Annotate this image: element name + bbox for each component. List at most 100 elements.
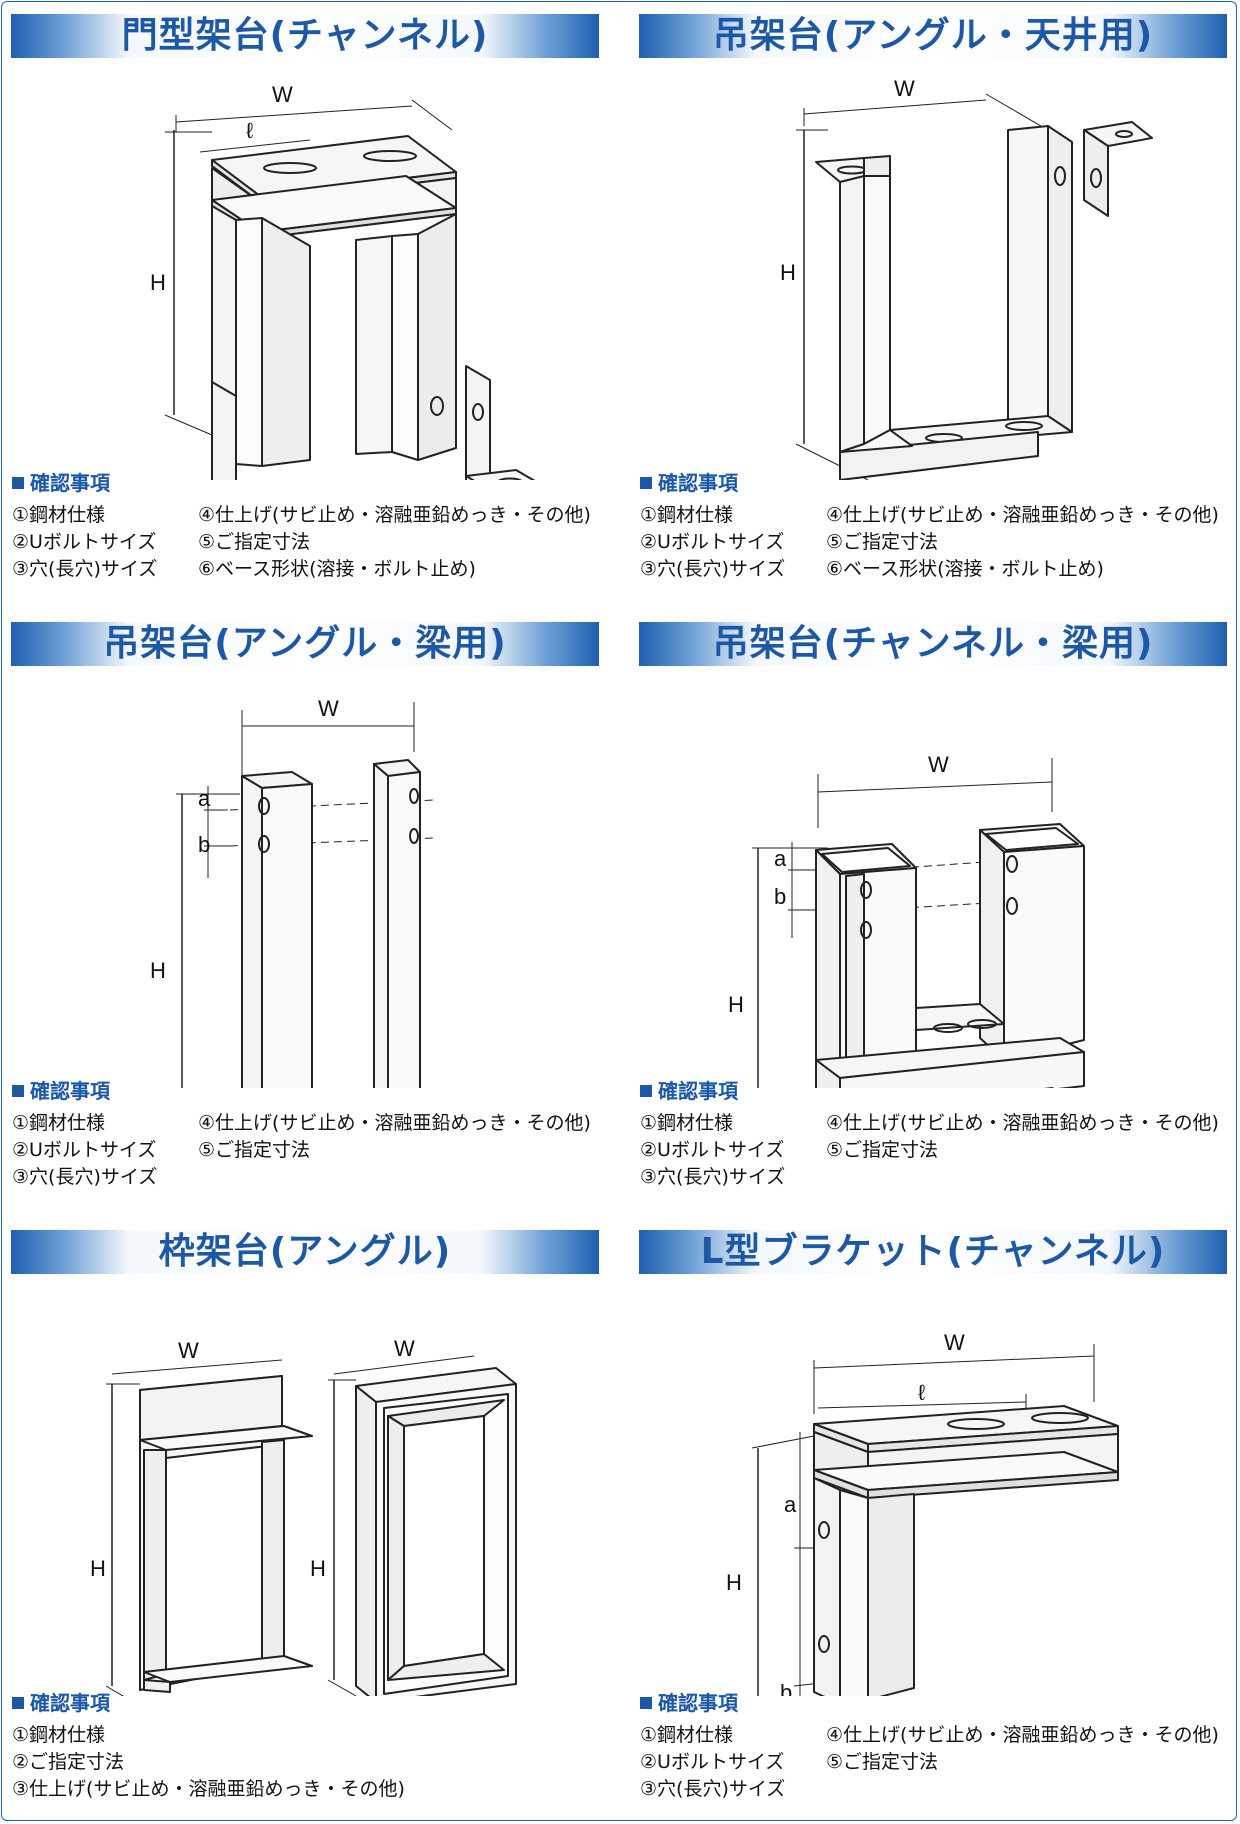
dim-w-inner-label: W (178, 1338, 199, 1363)
dim-h-label: H (728, 992, 744, 1017)
panel-title: 吊架台(アングル・天井用) (712, 15, 1154, 56)
panel-title-banner: 枠架台(アングル) (11, 1230, 599, 1274)
dim-w-label: W (928, 752, 949, 777)
check-item: ⑤ご指定寸法 (826, 531, 939, 553)
dim-w-label: W (894, 76, 915, 101)
dim-h-label: H (780, 260, 796, 285)
check-item: ④仕上げ(サビ止め・溶融亜鉛めっき・その他) (198, 504, 591, 526)
check-item: ④仕上げ(サビ止め・溶融亜鉛めっき・その他) (826, 504, 1219, 526)
panel-title-banner: L型ブラケット(チャンネル) (639, 1230, 1227, 1274)
dim-b-label: b (774, 884, 786, 909)
check-item: ⑥ベース形状(溶接・ボルト止め) (198, 558, 476, 580)
panel-title: 門型架台(チャンネル) (121, 15, 489, 56)
check-item: ③穴(長穴)サイズ (12, 1166, 158, 1188)
frame-angle-diagram: W H 内枠 W H (0, 1276, 600, 1696)
checks-heading: 確認事項 (12, 470, 110, 496)
dim-w-label: W (272, 82, 293, 107)
panel-title-banner: 吊架台(アングル・天井用) (639, 14, 1227, 58)
square-bullet-icon (12, 1085, 24, 1097)
checks-heading-label: 確認事項 (658, 471, 738, 495)
check-item: ⑤ご指定寸法 (826, 1751, 939, 1773)
check-section: 確認事項 ①鋼材仕様 ②Uボルトサイズ ③穴(長穴)サイズ ④仕上げ(サビ止め・… (12, 1078, 591, 1188)
dim-b-label: b (198, 832, 210, 857)
dim-w-label: W (318, 696, 339, 721)
panel-title-banner: 門型架台(チャンネル) (11, 14, 599, 58)
checks-heading: 確認事項 (12, 1690, 110, 1716)
dim-a-label: a (774, 846, 787, 871)
check-item: ①鋼材仕様 (640, 504, 734, 526)
dim-h-label: H (726, 1570, 742, 1595)
check-item: ①鋼材仕様 (12, 504, 106, 526)
panel-title: 吊架台(アングル・梁用) (103, 623, 507, 664)
check-section: 確認事項 ①鋼材仕様 ②Uボルトサイズ ③穴(長穴)サイズ ④仕上げ(サビ止め・… (12, 470, 591, 580)
check-section: 確認事項 ①鋼材仕様 ②Uボルトサイズ ③穴(長穴)サイズ ④仕上げ(サビ止め・… (640, 1690, 1219, 1800)
dim-a-label: a (784, 1492, 797, 1517)
check-item: ①鋼材仕様 (640, 1724, 734, 1746)
dim-h-outer-label: H (310, 1556, 326, 1581)
check-item: ⑤ご指定寸法 (826, 1139, 939, 1161)
panel-l-bracket-channel: L型ブラケット(チャンネル) W ℓ H a b (628, 1216, 1228, 1816)
l-bracket-channel-diagram: W ℓ H a b (628, 1276, 1228, 1696)
checks-heading: 確認事項 (12, 1078, 110, 1104)
check-item: ④仕上げ(サビ止め・溶融亜鉛めっき・その他) (198, 1112, 591, 1134)
square-bullet-icon (640, 1085, 652, 1097)
check-item: ②Uボルトサイズ (12, 1139, 157, 1161)
check-item: ②Uボルトサイズ (12, 531, 157, 553)
check-section: 確認事項 ①鋼材仕様 ②ご指定寸法 ③仕上げ(サビ止め・溶融亜鉛めっき・その他) (12, 1690, 405, 1800)
panel-title-banner: 吊架台(アングル・梁用) (11, 622, 599, 666)
hanging-angle-ceiling-diagram: W H (628, 60, 1228, 480)
checks-heading-label: 確認事項 (30, 1079, 110, 1103)
dim-h-label: H (150, 958, 166, 983)
dim-w-outer-label: W (394, 1336, 415, 1361)
check-section: 確認事項 ①鋼材仕様 ②Uボルトサイズ ③穴(長穴)サイズ ④仕上げ(サビ止め・… (640, 470, 1219, 580)
dim-b-label: b (780, 1680, 792, 1696)
square-bullet-icon (12, 1697, 24, 1709)
check-item: ④仕上げ(サビ止め・溶融亜鉛めっき・その他) (826, 1724, 1219, 1746)
check-item: ④仕上げ(サビ止め・溶融亜鉛めっき・その他) (826, 1112, 1219, 1134)
dim-a-label: a (198, 786, 211, 811)
check-item: ①鋼材仕様 (640, 1112, 734, 1134)
square-bullet-icon (640, 477, 652, 489)
panel-frame-angle: 枠架台(アングル) W H 内枠 W H (0, 1216, 600, 1816)
panel-gate-channel: 門型架台(チャンネル) H W ℓ (0, 0, 600, 600)
panel-title: 吊架台(チャンネル・梁用) (712, 623, 1154, 664)
square-bullet-icon (12, 477, 24, 489)
panel-hanging-angle-ceiling: 吊架台(アングル・天井用) W H (628, 0, 1228, 600)
hanging-angle-beam-diagram: W H a b (0, 668, 600, 1088)
hanging-channel-beam-diagram: W H a b (628, 668, 1228, 1088)
check-item: ②Uボルトサイズ (640, 1751, 785, 1773)
check-item: ⑤ご指定寸法 (198, 1139, 311, 1161)
checks-heading: 確認事項 (640, 470, 738, 496)
panel-hanging-channel-beam: 吊架台(チャンネル・梁用) W H a b (628, 608, 1228, 1208)
check-item: ③穴(長穴)サイズ (12, 558, 158, 580)
check-item: ①鋼材仕様 (12, 1724, 106, 1746)
dim-l-label: ℓ (918, 1380, 926, 1405)
panel-hanging-angle-beam: 吊架台(アングル・梁用) W H a b (0, 608, 600, 1208)
check-item: ⑤ご指定寸法 (198, 531, 311, 553)
check-section: 確認事項 ①鋼材仕様 ②Uボルトサイズ ③穴(長穴)サイズ ④仕上げ(サビ止め・… (640, 1078, 1219, 1188)
checks-heading-label: 確認事項 (30, 471, 110, 495)
panel-title: L型ブラケット(チャンネル) (700, 1231, 1166, 1272)
checks-heading-label: 確認事項 (658, 1691, 738, 1715)
panel-title-banner: 吊架台(チャンネル・梁用) (639, 622, 1227, 666)
dim-h-inner-label: H (90, 1556, 106, 1581)
check-item: ③穴(長穴)サイズ (640, 558, 786, 580)
check-item: ③仕上げ(サビ止め・溶融亜鉛めっき・その他) (12, 1778, 405, 1800)
checks-heading: 確認事項 (640, 1078, 738, 1104)
check-item: ③穴(長穴)サイズ (640, 1778, 786, 1800)
check-item: ②ご指定寸法 (12, 1751, 125, 1773)
panel-title: 枠架台(アングル) (158, 1231, 452, 1272)
dim-w-label: W (944, 1330, 965, 1355)
check-item: ⑥ベース形状(溶接・ボルト止め) (826, 558, 1104, 580)
checks-heading-label: 確認事項 (30, 1691, 110, 1715)
checks-heading: 確認事項 (640, 1690, 738, 1716)
checks-heading-label: 確認事項 (658, 1079, 738, 1103)
square-bullet-icon (640, 1697, 652, 1709)
check-item: ②Uボルトサイズ (640, 531, 785, 553)
check-item: ①鋼材仕様 (12, 1112, 106, 1134)
gate-channel-diagram: H W ℓ (0, 60, 600, 480)
check-item: ②Uボルトサイズ (640, 1139, 785, 1161)
dim-h-label: H (150, 270, 166, 295)
dim-l-label: ℓ (246, 118, 254, 143)
